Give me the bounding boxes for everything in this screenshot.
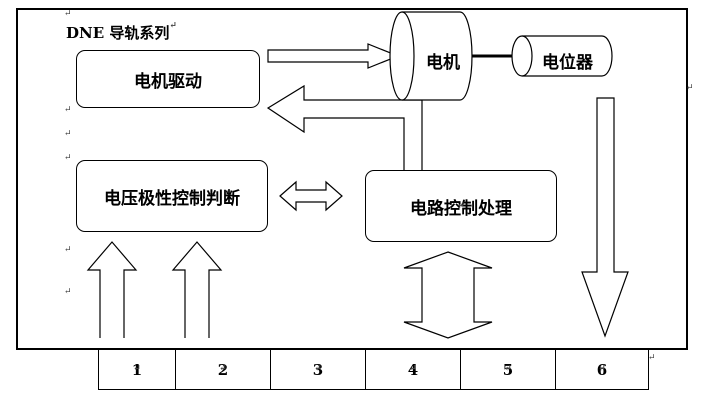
paragraph-mark: ↵ xyxy=(648,353,656,363)
potentiometer-label: 电位器 xyxy=(542,53,593,73)
paragraph-mark: ↵ xyxy=(409,364,417,374)
paragraph-mark: ↵ xyxy=(64,245,72,255)
port-cell: 2↵ xyxy=(175,350,270,389)
control-io-double-arrow xyxy=(403,251,493,339)
circuit-control-block: 电路控制处理↵ xyxy=(365,170,557,242)
polarity-control-double-arrow xyxy=(279,180,343,212)
paragraph-mark: ↵ xyxy=(169,21,177,31)
paragraph-mark: ↵ xyxy=(64,105,72,115)
paragraph-mark: ↵ xyxy=(64,9,72,19)
motor-drive-label: 电机驱动 xyxy=(134,71,202,92)
port-cell: 5↵ xyxy=(460,350,555,389)
drive-to-motor-arrow xyxy=(267,43,400,69)
paragraph-mark: ↵ xyxy=(64,153,72,163)
port-cell: 1↵ xyxy=(131,360,143,379)
paragraph-mark: ↵ xyxy=(219,364,227,374)
paragraph-mark: ↵ xyxy=(314,364,322,374)
motor-cylinder xyxy=(389,11,473,101)
paragraph-mark: ↵ xyxy=(686,83,694,93)
voltage-polarity-label: 电压极性控制判断 xyxy=(104,188,240,209)
input-arrow-1 xyxy=(86,241,138,338)
paragraph-mark: ↵ xyxy=(64,129,72,139)
paragraph-mark: ↵ xyxy=(598,364,606,374)
voltage-polarity-block: 电压极性控制判断 xyxy=(76,160,268,232)
control-to-drive-arrow xyxy=(266,84,423,170)
potentiometer-cylinder xyxy=(511,35,613,77)
title-text: DNE 导轨系列 xyxy=(66,24,170,42)
paragraph-mark: ↵ xyxy=(133,364,141,374)
system-frame xyxy=(16,8,688,350)
port-table: 1↵ 2↵ 3↵ 4↵ 5↵ 6↵ xyxy=(98,350,649,390)
port-cell: 3↵ xyxy=(270,350,365,389)
paragraph-mark: ↵ xyxy=(504,364,512,374)
paragraph-mark: ↵ xyxy=(457,200,465,211)
motor-label: 电机 xyxy=(426,53,460,73)
input-arrow-2 xyxy=(171,241,223,338)
port-cell: 4↵ xyxy=(365,350,460,389)
diagram-title: DNE 导轨系列↵ xyxy=(66,22,177,43)
potentiometer-output-arrow xyxy=(581,97,629,338)
motor-drive-block: 电机驱动 xyxy=(76,50,260,108)
port-cell: 6↵ xyxy=(555,350,648,389)
paragraph-mark: ↵ xyxy=(64,287,72,297)
circuit-control-label: 电路控制处理 xyxy=(410,198,512,219)
